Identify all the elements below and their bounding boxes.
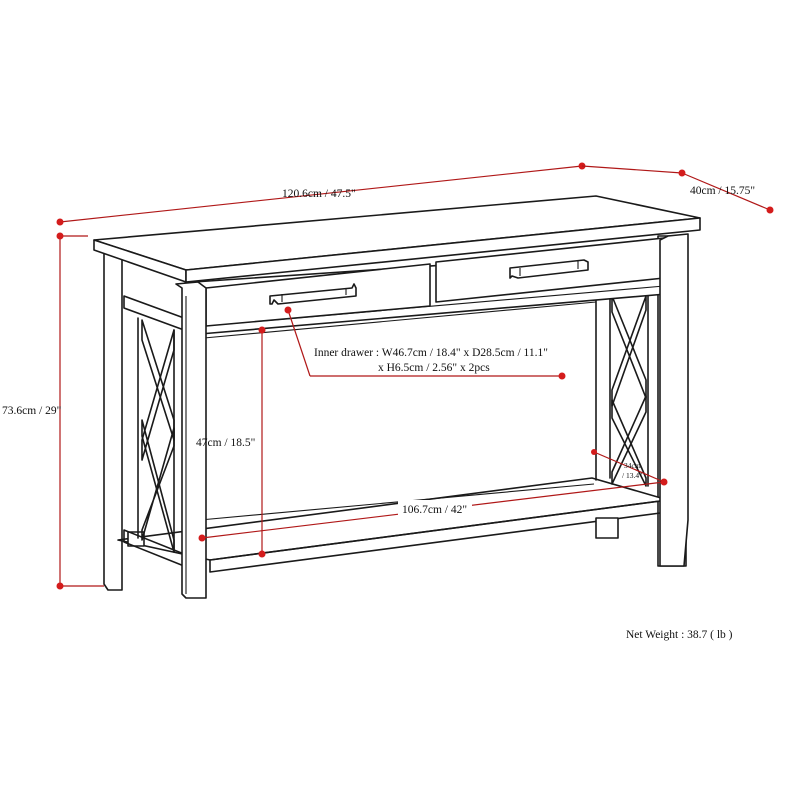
dimension-height: 73.6cm / 29": [2, 232, 104, 590]
drawer-left-handle: [269, 283, 357, 305]
inner-drawer-line-2: x H6.5cm / 2.56" x 2pcs: [378, 362, 490, 374]
front-left-leg: [175, 281, 207, 599]
left-side-x-panel: [123, 295, 185, 567]
shelf-width-label: 106.7cm / 42": [402, 504, 467, 516]
shelf-height-label: 47cm / 18.5": [196, 437, 255, 449]
depth-label: 40cm / 15.75": [690, 185, 755, 197]
height-label: 73.6cm / 29": [2, 405, 61, 417]
drawer-right: [435, 237, 665, 303]
drawer-right-handle: [509, 259, 589, 279]
net-weight-label: Net Weight : 38.7 ( lb ): [626, 629, 733, 641]
dimension-shelf-depth: 34cm / 13.4": [591, 449, 667, 485]
tabletop: [93, 195, 701, 283]
front-right-leg: [659, 233, 689, 567]
width-label: 120.6cm / 47.5": [282, 188, 356, 200]
shelf-depth-in-label: / 13.4": [622, 471, 642, 480]
dimension-depth: 40cm / 15.75": [581, 165, 774, 214]
dimension-width: 120.6cm / 47.5": [56, 162, 586, 226]
inner-drawer-callout: Inner drawer : W46.7cm / 18.4" x D28.5cm…: [284, 306, 566, 380]
shelf-depth-cm-label: 34cm: [624, 461, 641, 470]
dimension-shelf-height: 47cm / 18.5": [196, 326, 266, 558]
dimension-shelf-width: 106.7cm / 42": [198, 478, 668, 542]
right-side-x-panel: [595, 289, 649, 487]
console-table-drawing: [93, 195, 701, 599]
inner-drawer-line-1: Inner drawer : W46.7cm / 18.4" x D28.5cm…: [314, 347, 548, 359]
